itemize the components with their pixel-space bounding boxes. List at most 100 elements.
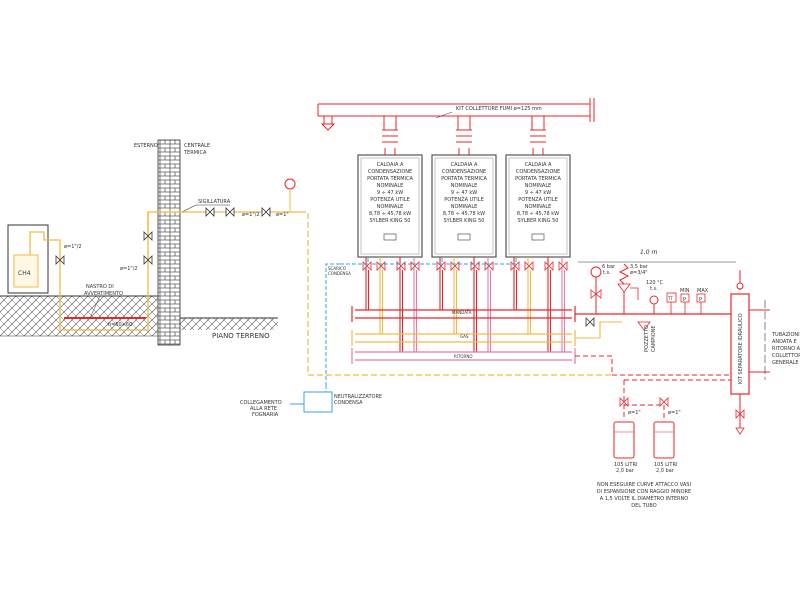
tubazioni-label-line: RITORNO AL: [772, 346, 800, 352]
label-exp-1: ø=1": [628, 410, 641, 416]
expansion-valve-2: [659, 397, 669, 407]
tubazioni-label-line: TUBAZIONI: [771, 332, 800, 338]
boiler-1-label-line: PORTATA TERMICA: [367, 176, 413, 182]
boiler-3-display: [531, 233, 545, 241]
boiler-2-gas-valve: [450, 261, 460, 271]
label-gas: GAS: [460, 334, 469, 339]
vessel-note-line: DI ESPANSIONE CON RAGGIO MINORE: [597, 489, 691, 495]
boiler-3-panel: [508, 157, 568, 255]
expansion-vessel-2: [653, 421, 675, 459]
label-dia-1: ø=1"/2: [64, 244, 82, 250]
vessel-note-line: NON ESEGUIRE CURVE ATTACCO VASI: [597, 482, 691, 488]
safety-valve-3-5bar: [617, 283, 631, 293]
tubazioni-label-line: ANDATA E: [772, 339, 797, 345]
wall: [157, 139, 181, 346]
label-nastro-1: NASTRO DI: [86, 284, 114, 290]
gas-valve-1: [55, 255, 65, 265]
gas-pressure-gauge: [284, 178, 296, 190]
boiler-3-gas-valve: [524, 261, 534, 271]
boiler-3-return-2-valve: [558, 261, 568, 271]
label-120c-2: t.s.: [650, 286, 658, 292]
boiler-2-return-2-valve: [484, 261, 494, 271]
gas-line-dashed: [300, 211, 612, 376]
flue-collector: [317, 98, 595, 131]
relief-valve-6bar: [590, 289, 602, 299]
label-6bar-1: 6 bar: [602, 264, 616, 270]
gas-meter: [13, 254, 39, 288]
separator-drain-valve: [735, 409, 745, 419]
safety-valve-spring: [618, 263, 630, 285]
label-mandata: MANDATA: [452, 310, 472, 315]
label-dia-2: ø=1"/2: [120, 266, 138, 272]
label-6bar-2: t.s.: [603, 270, 611, 276]
tubazioni-label-line: GENERALE: [772, 360, 799, 366]
gas-valve-3: [143, 255, 153, 265]
boiler-3-label-line: NOMINALE: [525, 183, 552, 189]
label-sigillatura: SIGILLATURA: [198, 199, 231, 205]
header-mandata: [351, 306, 576, 322]
boiler-2-label-line: NOMINALE: [451, 204, 478, 210]
label-nastro-2: AVVERTIMENTO: [84, 291, 123, 297]
boiler-2-return-valve: [470, 261, 480, 271]
boiler-1-label-line: CONDENSAZIONE: [368, 169, 412, 175]
boiler-2-label-line: NOMINALE: [451, 183, 478, 189]
boiler-2-label-line: SYLBER KING 50: [444, 218, 485, 224]
boiler-1-label-line: NOMINALE: [377, 204, 404, 210]
label-dia-4: ø=1": [276, 212, 289, 218]
label-pozzetto-2: CAMPIONE: [651, 325, 657, 352]
label-pozzetto-1: POZZETTO: [644, 325, 650, 352]
collettore-leader: [435, 111, 453, 119]
boiler-2-label-line: CONDENSAZIONE: [442, 169, 486, 175]
boiler-3-label-line: 9 ÷ 47 kW: [525, 190, 551, 196]
label-centrale-2: TERMICA: [183, 150, 207, 156]
label-35bar-1: 3,5 bar: [630, 264, 649, 270]
return-main: [575, 355, 613, 375]
return-dashed: [612, 374, 736, 381]
ground-hatch-left: [0, 296, 158, 336]
label-collegamento-3: FOGNARIA: [252, 412, 279, 418]
label-35bar-2: ø=3/4": [630, 270, 648, 276]
label-collegamento-2: ALLA RETE: [250, 406, 277, 412]
boiler-3-label-line: POTENZA UTILE: [518, 197, 557, 203]
tt-box: [666, 292, 677, 303]
boiler-2-label-line: POTENZA UTILE: [444, 197, 483, 203]
separator-vent: [736, 282, 744, 290]
label-exp-2: ø=1": [668, 410, 681, 416]
boiler-1-label-line: 8,78 ÷ 45,78 kW: [369, 211, 411, 217]
gas-valve-6: [261, 207, 271, 217]
safety-valve-discharge: [630, 287, 639, 300]
boiler-1-label-line: POTENZA UTILE: [370, 197, 409, 203]
label-depth: h=50÷60: [108, 322, 132, 328]
boiler-3-supply-valve: [510, 261, 520, 271]
label-dist: 1,0 m: [640, 249, 657, 256]
boiler-3-label-line: CONDENSAZIONE: [516, 169, 560, 175]
boiler-1-flue: [383, 116, 397, 130]
boiler-3-return-valve: [544, 261, 554, 271]
separator-drain-end: [735, 427, 745, 435]
boiler-3-flue: [531, 116, 545, 130]
label-vaso-2b: 2,0 bar: [656, 468, 675, 474]
boiler-2-panel: [434, 157, 494, 255]
boiler-3-label-line: SYLBER KING 50: [518, 218, 559, 224]
expansion-valve-1: [619, 397, 629, 407]
boiler-2-label-line: 9 ÷ 47 kW: [451, 190, 477, 196]
nastro-leader: [89, 295, 101, 319]
label-esterno: ESTERNO: [134, 143, 158, 149]
boiler-1-panel: [360, 157, 420, 255]
gas-branch: [575, 321, 622, 339]
boiler-2-supply-valve: [436, 261, 446, 271]
boiler-1-return-2-valve: [410, 261, 420, 271]
label-120c-1: 120 °C: [646, 280, 664, 286]
label-neutralizzatore-2: CONDENSA: [334, 400, 363, 406]
label-separatore: KIT SEPARATORE IDRAULICO: [738, 313, 744, 384]
gas-valve-5: [225, 207, 235, 217]
boiler-1-label-line: SYLBER KING 50: [370, 218, 411, 224]
plant-outlet: [749, 309, 770, 373]
expansion-line: [623, 380, 665, 420]
boiler-2-display: [457, 233, 471, 241]
gas-line-outdoor: [29, 211, 300, 331]
boiler-1-label-line: CALDAIA A: [377, 162, 404, 168]
